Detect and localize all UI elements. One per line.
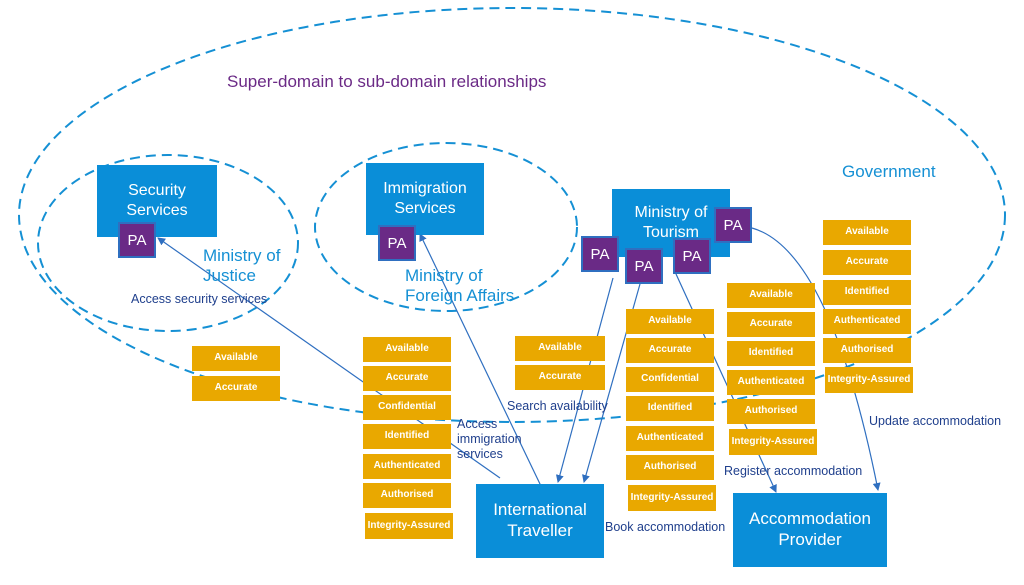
immigration-tag-accurate: Accurate: [363, 366, 451, 391]
search-availability-label: Search availability: [507, 399, 608, 413]
update-tag-authenticated: Authenticated: [823, 309, 911, 334]
security-services-box: Security Services: [97, 165, 217, 237]
book-tag-confidential: Confidential: [626, 367, 714, 392]
justice-domain-label: Ministry of Justice: [203, 246, 281, 286]
ministry-of-tourism-box: Ministry of Tourism: [612, 189, 730, 257]
book-tag-integrity-assured: Integrity-Assured: [628, 485, 716, 511]
government-domain-label: Government: [842, 162, 936, 181]
register-tag-identified: Identified: [727, 341, 815, 366]
access-security-label: Access security services: [131, 292, 268, 306]
security-tag-accurate: Accurate: [192, 376, 280, 401]
search-tag-available: Available: [515, 336, 605, 361]
update-tag-authorised: Authorised: [823, 338, 911, 363]
register-tag-integrity-assured: Integrity-Assured: [729, 429, 817, 455]
update-accommodation-label: Update accommodation: [869, 414, 1002, 428]
diagram-title: Super-domain to sub-domain relationships: [227, 72, 547, 91]
book-tag-accurate: Accurate: [626, 338, 714, 363]
book-tag-available: Available: [626, 309, 714, 334]
pa-security: PA: [118, 222, 156, 258]
register-accommodation-label: Register accommodation: [724, 464, 863, 478]
access-immigration-label: Access immigration services: [457, 417, 522, 461]
pa-tourism-search: PA: [581, 236, 619, 272]
book-accommodation-label: Book accommodation: [605, 520, 726, 534]
update-tag-identified: Identified: [823, 280, 911, 305]
government-domain-boundary: [18, 7, 1006, 423]
foreign-affairs-domain-boundary: [314, 142, 578, 312]
foreign-affairs-domain-label: Ministry of Foreign Affairs: [405, 266, 515, 306]
update-arrow: [751, 227, 881, 491]
book-tag-identified: Identified: [626, 396, 714, 421]
pa-tourism-register: PA: [673, 238, 711, 274]
security-tag-available: Available: [192, 346, 280, 371]
immigration-tag-authenticated: Authenticated: [363, 454, 451, 479]
justice-domain-boundary: [37, 154, 299, 332]
immigration-tag-integrity-assured: Integrity-Assured: [365, 513, 453, 539]
register-tag-authenticated: Authenticated: [727, 370, 815, 395]
update-tag-accurate: Accurate: [823, 250, 911, 275]
pa-tourism-book: PA: [625, 248, 663, 284]
register-tag-available: Available: [727, 283, 815, 308]
book-tag-authenticated: Authenticated: [626, 426, 714, 451]
accommodation-provider-box: Accommodation Provider: [733, 493, 887, 567]
pa-tourism-update: PA: [714, 207, 752, 243]
immigration-services-box: Immigration Services: [366, 163, 484, 235]
immigration-tag-authorised: Authorised: [363, 483, 451, 508]
access-immigration-arrow: [419, 233, 547, 493]
update-tag-available: Available: [823, 220, 911, 245]
pa-immigration: PA: [378, 225, 416, 261]
register-tag-accurate: Accurate: [727, 312, 815, 337]
register-tag-authorised: Authorised: [727, 399, 815, 424]
update-tag-integrity-assured: Integrity-Assured: [825, 367, 913, 393]
immigration-tag-confidential: Confidential: [363, 395, 451, 420]
immigration-tag-available: Available: [363, 337, 451, 362]
international-traveller-box: International Traveller: [476, 484, 604, 558]
book-tag-authorised: Authorised: [626, 455, 714, 480]
search-tag-accurate: Accurate: [515, 365, 605, 390]
immigration-tag-identified: Identified: [363, 424, 451, 449]
